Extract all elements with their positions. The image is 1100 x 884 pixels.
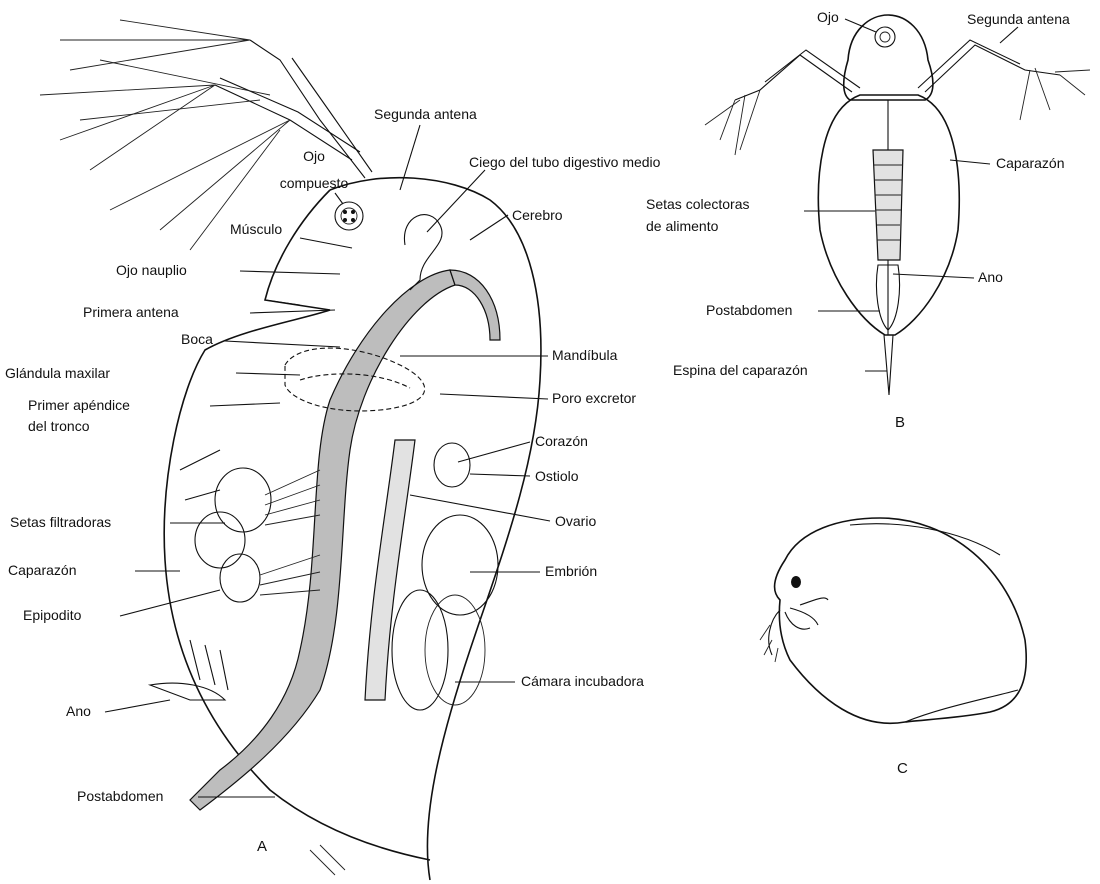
label-segunda-antena-b: Segunda antena bbox=[967, 11, 1070, 27]
label-embrion: Embrión bbox=[545, 563, 597, 579]
label-primer-apendice-2: del tronco bbox=[28, 418, 90, 434]
label-mandibula: Mandíbula bbox=[552, 347, 618, 363]
label-segunda-antena-a: Segunda antena bbox=[374, 106, 477, 122]
label-ostiolo: Ostiolo bbox=[535, 468, 579, 484]
label-espina: Espina del caparazón bbox=[673, 362, 808, 378]
panel-c-drawing bbox=[760, 518, 1026, 723]
label-ojo-nauplio: Ojo nauplio bbox=[116, 262, 187, 278]
label-caparazon-a: Caparazón bbox=[8, 562, 77, 578]
compound-eye bbox=[335, 202, 363, 230]
label-poro-excretor: Poro excretor bbox=[552, 390, 636, 406]
label-setas-colectoras-1: Setas colectoras bbox=[646, 196, 750, 212]
label-camara-incubadora: Cámara incubadora bbox=[521, 673, 644, 689]
panel-label-c: C bbox=[897, 760, 908, 777]
embryo bbox=[422, 515, 498, 615]
label-ojo-compuesto-1: Ojo bbox=[303, 148, 325, 164]
panel-b-eye bbox=[875, 27, 895, 47]
label-ciego: Ciego del tubo digestivo medio bbox=[469, 154, 661, 170]
label-ojo-b: Ojo bbox=[817, 9, 839, 25]
panel-b-collecting-setae bbox=[873, 150, 903, 260]
panel-c-eye bbox=[791, 576, 801, 588]
label-postabdomen-b: Postabdomen bbox=[706, 302, 792, 318]
label-epipodito: Epipodito bbox=[23, 607, 82, 623]
panel-b-spine bbox=[884, 335, 893, 395]
label-corazon: Corazón bbox=[535, 433, 588, 449]
panel-label-b: B bbox=[895, 414, 905, 431]
panel-b-drawing bbox=[705, 15, 1090, 395]
label-ovario: Ovario bbox=[555, 513, 596, 529]
label-ojo-compuesto-2: compuesto bbox=[280, 175, 349, 191]
postabdomen-claw bbox=[150, 683, 225, 700]
gut-tube bbox=[190, 270, 455, 810]
panel-a-drawing bbox=[40, 20, 541, 880]
panel-b-labels: Ojo Segunda antena Caparazón Setas colec… bbox=[646, 9, 1070, 431]
label-cerebro: Cerebro bbox=[512, 207, 563, 223]
label-glandula-maxilar: Glándula maxilar bbox=[5, 365, 110, 381]
ovary bbox=[365, 440, 415, 700]
label-caparazon-b: Caparazón bbox=[996, 155, 1065, 171]
panel-c-antennae bbox=[769, 598, 828, 655]
heart bbox=[434, 443, 470, 487]
label-postabdomen-a: Postabdomen bbox=[77, 788, 163, 804]
label-primer-apendice-1: Primer apéndice bbox=[28, 397, 130, 413]
second-antenna-plumes bbox=[40, 20, 372, 250]
panel-label-a: A bbox=[257, 838, 267, 855]
label-ano-b: Ano bbox=[978, 269, 1003, 285]
label-boca: Boca bbox=[181, 331, 213, 347]
label-setas-colectoras-2: de alimento bbox=[646, 218, 719, 234]
label-musculo: Músculo bbox=[230, 221, 282, 237]
label-ano-a: Ano bbox=[66, 703, 91, 719]
label-primera-antena: Primera antena bbox=[83, 304, 179, 320]
label-setas-filtradoras: Setas filtradoras bbox=[10, 514, 111, 530]
